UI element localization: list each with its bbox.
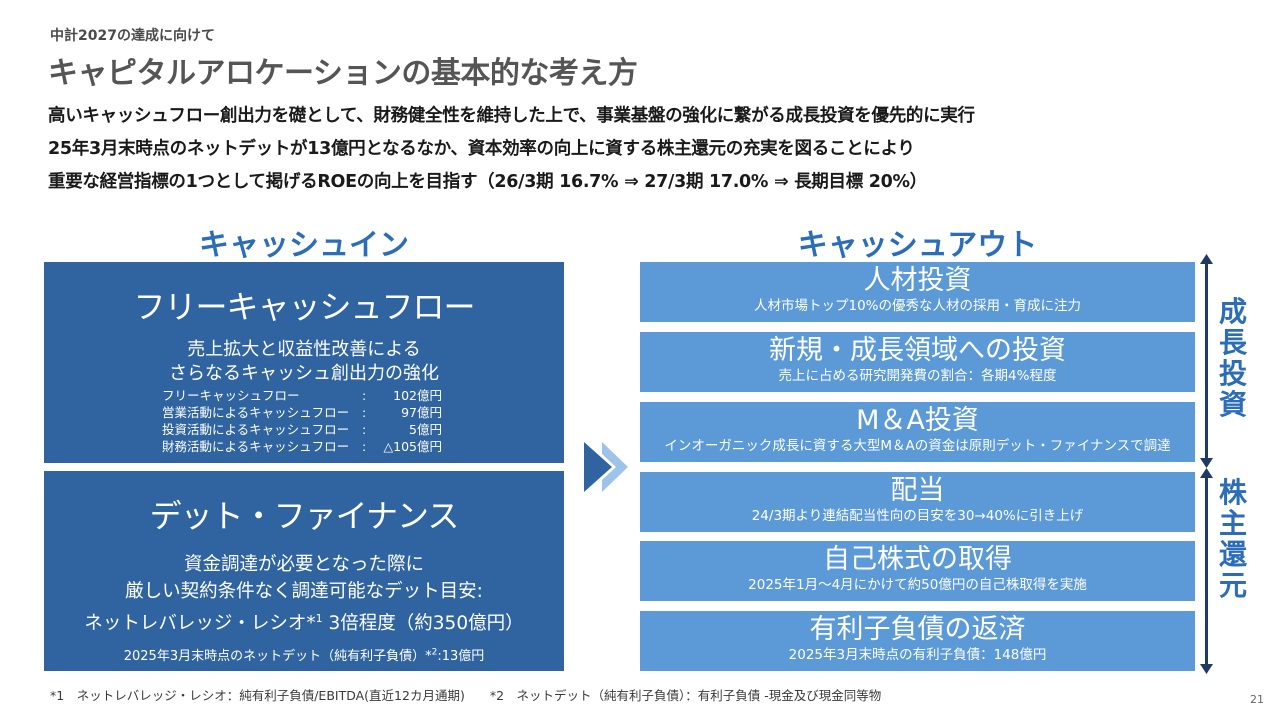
fcf-subtitle-line-2: さらなるキャッシュ創出力の強化 <box>169 363 439 384</box>
growth-investment-bracket <box>1205 258 1208 463</box>
cash-flow-label: 投資活動によるキャッシュフロー <box>162 422 350 437</box>
cash-out-item-desc: 2025年1月～4月にかけて約50億円の自己株取得を実施 <box>748 577 1087 593</box>
cash-flow-colon: : <box>362 388 367 403</box>
cash-out-item-title: 有利子負債の返済 <box>809 614 1026 645</box>
lead-line-3: 重要な経営指標の1つとして掲げるROEの向上を目指す（26/3期 16.7% ⇒… <box>48 172 927 192</box>
vertical-char: 主 <box>1218 507 1247 540</box>
footnote-ref-2: 2 <box>431 647 438 658</box>
shareholder-return-label: 株 主 還 元 <box>1215 477 1251 601</box>
vertical-char: 成 <box>1218 295 1247 328</box>
net-leverage-value: 3倍程度（約350億円） <box>322 613 524 635</box>
cash-flow-row: フリーキャッシュフロー : 102億円 <box>162 387 442 404</box>
cash-in-heading: キャッシュイン <box>199 228 409 263</box>
cash-flow-label: 財務活動によるキャッシュフロー <box>162 439 350 454</box>
cash-flow-label: 営業活動によるキャッシュフロー <box>162 405 350 420</box>
free-cash-flow-box: フリーキャッシュフロー 売上拡大と収益性改善による さらなるキャッシュ創出力の強… <box>44 262 564 463</box>
cash-out-item-debt-repayment: 有利子負債の返済 2025年3月末時点の有利子負債：148億円 <box>640 611 1195 671</box>
debt-finance-box: デット・ファイナンス 資金調達が必要となった際に 厳しい契約条件なく調達可能なデ… <box>44 471 564 671</box>
cash-out-item-title: 新規・成長領域への投資 <box>769 335 1066 366</box>
cash-flow-value: 5億円 <box>409 422 442 437</box>
vertical-char: 元 <box>1218 569 1247 602</box>
vertical-char: 投 <box>1218 357 1247 390</box>
section-eyebrow: 中計2027の達成に向けて <box>50 28 215 44</box>
vertical-char: 還 <box>1218 538 1247 571</box>
cash-out-heading: キャッシュアウト <box>797 228 1038 263</box>
net-debt-label: 2025年3月末時点のネットデット（純有利子負債）* <box>123 649 432 665</box>
page-title: キャピタルアロケーションの基本的な考え方 <box>48 56 638 91</box>
cash-flow-label: フリーキャッシュフロー <box>162 388 300 403</box>
debt-subtitle: 資金調達が必要となった際に 厳しい契約条件なく調達可能なデット目安: ネットレバ… <box>44 551 564 637</box>
bracket-cap-icon <box>1200 664 1213 674</box>
net-leverage-label: ネットレバレッジ・レシオ* <box>84 613 316 635</box>
vertical-char: 長 <box>1218 326 1247 359</box>
debt-subtitle-line-2: 厳しい契約条件なく調達可能なデット目安: <box>125 581 483 602</box>
cash-out-item-desc: 売上に占める研究開発費の割合：各期4%程度 <box>778 368 1057 384</box>
cash-out-item-title: 人材投資 <box>863 265 972 296</box>
bracket-cap-icon <box>1200 458 1213 468</box>
bracket-cap-icon <box>1200 254 1213 264</box>
net-debt-value: :13億円 <box>437 649 485 665</box>
cash-flow-row: 財務活動によるキャッシュフロー : △105億円 <box>162 438 442 455</box>
lead-line-2: 25年3月末時点のネットデットが13億円となるなか、資本効率の向上に資する株主還… <box>48 139 915 159</box>
shareholder-return-bracket <box>1205 472 1208 670</box>
cash-out-item-dividend: 配当 24/3期より連結配当性向の目安を30→40%に引き上げ <box>640 472 1195 532</box>
cash-flow-colon: : <box>362 422 367 437</box>
lead-line-1: 高いキャッシュフロー創出力を礎として、財務健全性を維持した上で、事業基盤の強化に… <box>48 106 975 126</box>
cash-out-item-desc: 人材市場トップ10%の優秀な人材の採用・育成に注力 <box>753 298 1081 314</box>
cash-out-item-title: M＆A投資 <box>856 405 979 436</box>
cash-out-item-desc: 2025年3月末時点の有利子負債：148億円 <box>788 647 1047 663</box>
cash-out-item-share-buyback: 自己株式の取得 2025年1月～4月にかけて約50億円の自己株取得を実施 <box>640 541 1195 601</box>
net-debt-note: 2025年3月末時点のネットデット（純有利子負債）*2:13億円 <box>44 645 564 664</box>
debt-title: デット・ファイナンス <box>149 497 460 535</box>
footnote-ref-1: 1 <box>315 612 323 625</box>
vertical-char: 株 <box>1218 476 1247 509</box>
double-chevron-right-icon <box>584 442 628 492</box>
fcf-title: フリーキャッシュフロー <box>133 288 475 326</box>
cash-out-item-desc: インオーガニック成長に資する大型M＆Aの資金は原則デット・ファイナンスで調達 <box>664 438 1171 454</box>
cash-out-item-desc: 24/3期より連結配当性向の目安を30→40%に引き上げ <box>751 508 1084 524</box>
footnote: *1 ネットレバレッジ・レシオ：純有利子負債/EBITDA(直近12カ月通期) … <box>50 688 882 703</box>
page-number: 21 <box>1250 693 1264 706</box>
cash-flow-colon: : <box>362 439 367 454</box>
cash-flow-value: 102億円 <box>393 388 442 403</box>
growth-investment-label: 成 長 投 資 <box>1215 296 1251 420</box>
debt-subtitle-line-1: 資金調達が必要となった際に <box>184 554 424 575</box>
cash-out-item-title: 配当 <box>890 475 945 506</box>
cash-out-item-title: 自己株式の取得 <box>823 544 1012 575</box>
bracket-cap-icon <box>1200 468 1213 478</box>
cash-flow-value: 97億円 <box>401 405 442 420</box>
cash-out-item-growth-investment: 新規・成長領域への投資 売上に占める研究開発費の割合：各期4%程度 <box>640 332 1195 392</box>
cash-flow-row: 投資活動によるキャッシュフロー : 5億円 <box>162 421 442 438</box>
cash-flow-table: フリーキャッシュフロー : 102億円 営業活動によるキャッシュフロー : 97… <box>162 387 442 455</box>
cash-out-item-ma-investment: M＆A投資 インオーガニック成長に資する大型M＆Aの資金は原則デット・ファイナン… <box>640 402 1195 462</box>
cash-out-item-talent-investment: 人材投資 人材市場トップ10%の優秀な人材の採用・育成に注力 <box>640 262 1195 322</box>
cash-flow-colon: : <box>362 405 367 420</box>
cash-flow-row: 営業活動によるキャッシュフロー : 97億円 <box>162 404 442 421</box>
cash-flow-value: △105億円 <box>383 439 442 454</box>
fcf-subtitle-line-1: 売上拡大と収益性改善による <box>187 339 421 360</box>
debt-subtitle-line-3: ネットレバレッジ・レシオ*1 3倍程度（約350億円） <box>44 605 564 637</box>
vertical-char: 資 <box>1218 388 1247 421</box>
fcf-subtitle: 売上拡大と収益性改善による さらなるキャッシュ創出力の強化 <box>44 338 564 386</box>
